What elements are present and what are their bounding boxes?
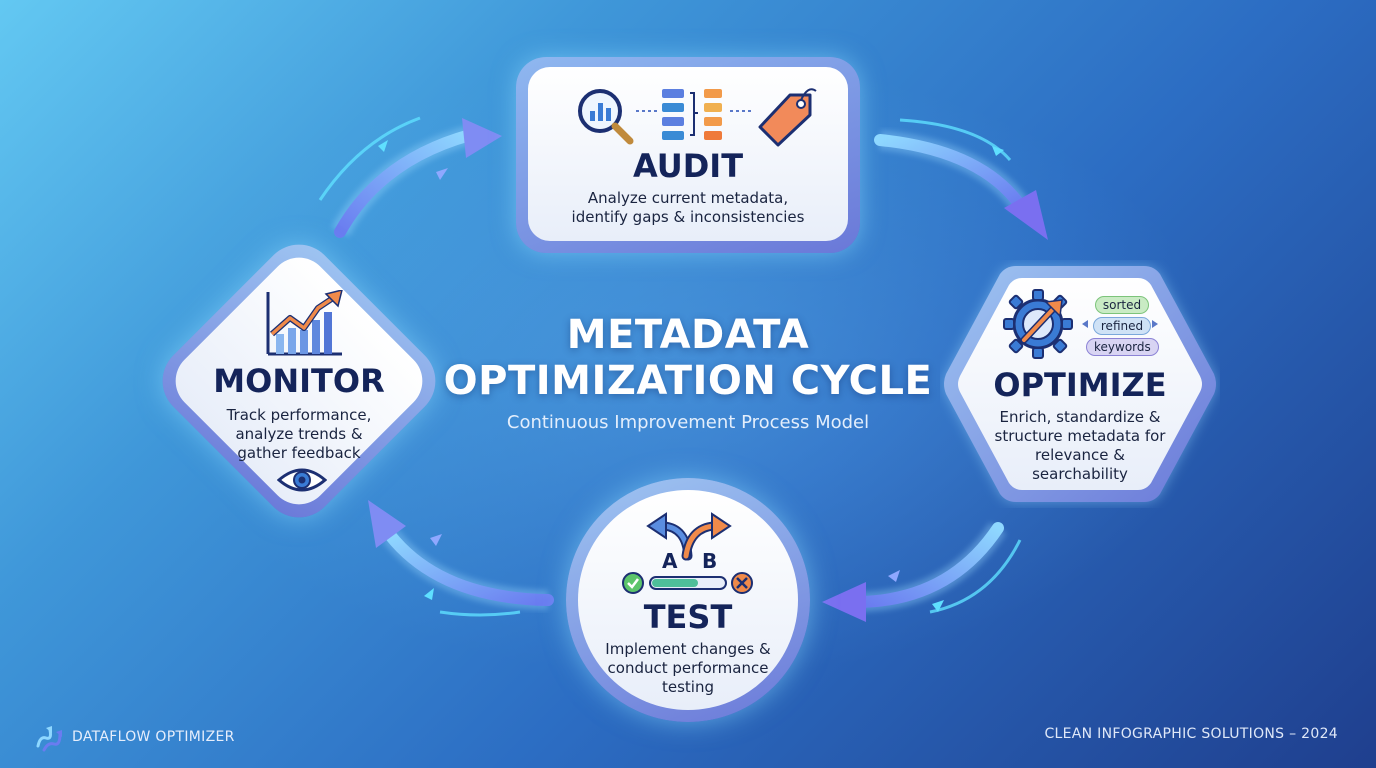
- growth-chart-icon: [266, 290, 343, 356]
- optimize-card: sorted refined keywords OPTIMIZE Enrich,…: [940, 260, 1220, 508]
- optimize-desc-line1: Enrich, standardize &: [999, 408, 1161, 426]
- tag-refined: refined: [1092, 317, 1152, 335]
- check-icon: [622, 572, 644, 594]
- optimize-title: OPTIMIZE: [993, 366, 1167, 404]
- diagram-title-line1: METADATA: [566, 312, 810, 358]
- test-desc-line2: conduct performance: [607, 659, 769, 677]
- audit-icons: [578, 88, 817, 147]
- audit-title: AUDIT: [632, 147, 744, 185]
- footer-credit: CLEAN INFOGRAPHIC SOLUTIONS – 2024: [1044, 726, 1338, 742]
- brand-logo-icon: [36, 726, 62, 752]
- monitor-desc-line3: gather feedback: [237, 444, 361, 462]
- cross-icon: [731, 572, 753, 594]
- audit-desc-line2: identify gaps & inconsistencies: [571, 208, 805, 226]
- monitor-description: Track performance, analyze trends & gath…: [174, 406, 424, 463]
- diagram-subtitle: Continuous Improvement Process Model: [506, 412, 870, 433]
- gear-arrow-icon: [1003, 289, 1073, 359]
- arrow-optimize-to-test: [822, 522, 1022, 622]
- monitor-title: MONITOR: [213, 362, 385, 400]
- optimize-desc-line3: relevance &: [1035, 446, 1125, 464]
- optimize-description: Enrich, standardize & structure metadata…: [940, 408, 1220, 484]
- magnifier-chart-icon: [578, 89, 634, 145]
- progress-bar-icon: [649, 576, 727, 590]
- footer-brand: DATAFLOW OPTIMIZER: [34, 722, 235, 752]
- variant-a-label: A: [662, 549, 678, 573]
- test-card: A B TEST Implement changes & conduct per…: [566, 478, 810, 722]
- tag-list-icon: [1082, 320, 1158, 328]
- audit-description: Analyze current metadata, identify gaps …: [528, 189, 848, 227]
- test-result-bar: [622, 572, 753, 594]
- tag-icon: [758, 88, 817, 147]
- optimize-desc-line4: searchability: [1032, 465, 1128, 483]
- test-description: Implement changes & conduct performance …: [578, 640, 798, 697]
- tag-sorted: sorted: [1094, 296, 1150, 314]
- audit-desc-line1: Analyze current metadata,: [587, 189, 789, 207]
- arrow-monitor-to-audit: [318, 116, 502, 238]
- arrow-audit-to-optimize: [874, 118, 1048, 240]
- audit-card: AUDIT Analyze current metadata, identify…: [516, 57, 860, 253]
- eye-icon: [277, 468, 327, 492]
- test-desc-line3: testing: [661, 678, 714, 696]
- flowchart-icon: [662, 89, 722, 140]
- monitor-desc-line1: Track performance,: [226, 406, 372, 424]
- optimize-tag-list: sorted refined keywords: [1086, 296, 1159, 359]
- optimize-desc-line2: structure metadata for: [994, 427, 1166, 445]
- monitor-desc-line2: analyze trends &: [235, 425, 363, 443]
- tag-keywords: keywords: [1086, 338, 1159, 356]
- ab-split-arrows-icon: A B: [646, 512, 732, 573]
- brand-name: DATAFLOW OPTIMIZER: [72, 729, 235, 745]
- diagram-title-line2: OPTIMIZATION CYCLE: [443, 358, 933, 404]
- arrow-test-to-monitor: [368, 500, 554, 617]
- monitor-card: MONITOR Track performance, analyze trend…: [147, 229, 451, 533]
- variant-b-label: B: [702, 549, 717, 573]
- test-desc-line1: Implement changes &: [605, 640, 771, 658]
- test-title: TEST: [643, 598, 733, 636]
- diagram-title-block: METADATA OPTIMIZATION CYCLE Continuous I…: [438, 312, 938, 433]
